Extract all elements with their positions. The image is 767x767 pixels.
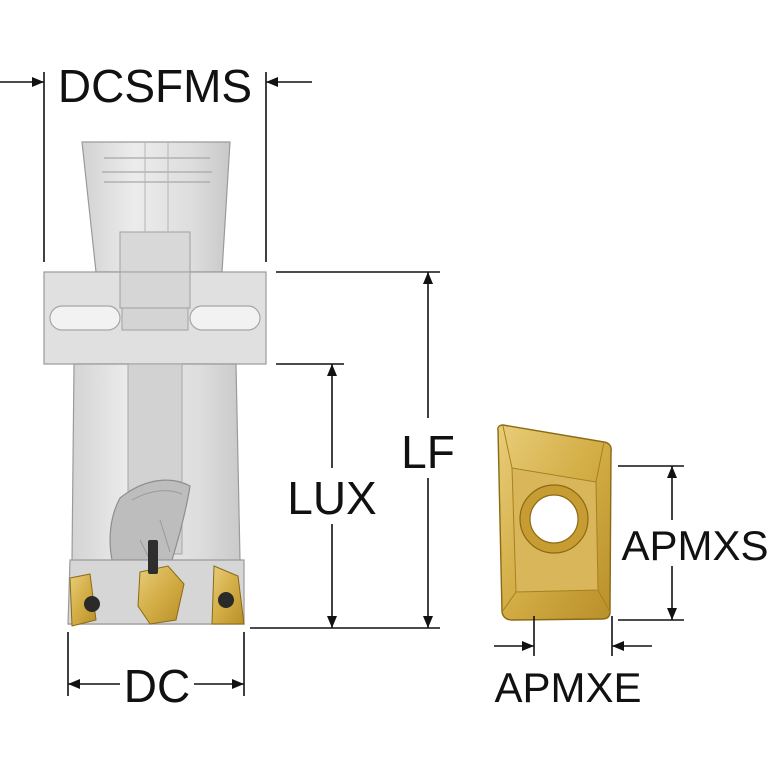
dimension-lux: LUX: [276, 363, 380, 628]
label-apmxs: APMXS: [621, 522, 767, 569]
cutter-insert-left: [69, 573, 97, 627]
indexable-insert: [497, 424, 612, 621]
shank-groove: [102, 157, 212, 183]
cutter-insert-center: [137, 565, 185, 625]
label-apmxe: APMXE: [494, 664, 641, 711]
label-dc: DC: [124, 660, 190, 712]
insert-screw-left-icon: [84, 596, 100, 612]
milling-cutter: [43, 141, 267, 627]
chip-flute: [109, 479, 191, 561]
label-dcsfms: DCSFMS: [58, 60, 252, 112]
insert-hole: [529, 494, 579, 544]
dimension-dcsfms: DCSFMS: [0, 60, 312, 262]
flange-key: [121, 307, 189, 331]
label-lux: LUX: [287, 472, 376, 524]
dimension-lf: LF: [250, 271, 460, 629]
dimension-apmxe: APMXE: [494, 616, 652, 711]
dimension-apmxs: APMXS: [618, 465, 767, 621]
flange-slot-right: [189, 305, 261, 331]
dimension-dc: DC: [67, 632, 245, 712]
flange-slot-left: [49, 305, 121, 331]
drive-key-slot: [119, 231, 191, 273]
insert-screw-right-icon: [218, 592, 234, 608]
label-lf: LF: [401, 426, 455, 478]
